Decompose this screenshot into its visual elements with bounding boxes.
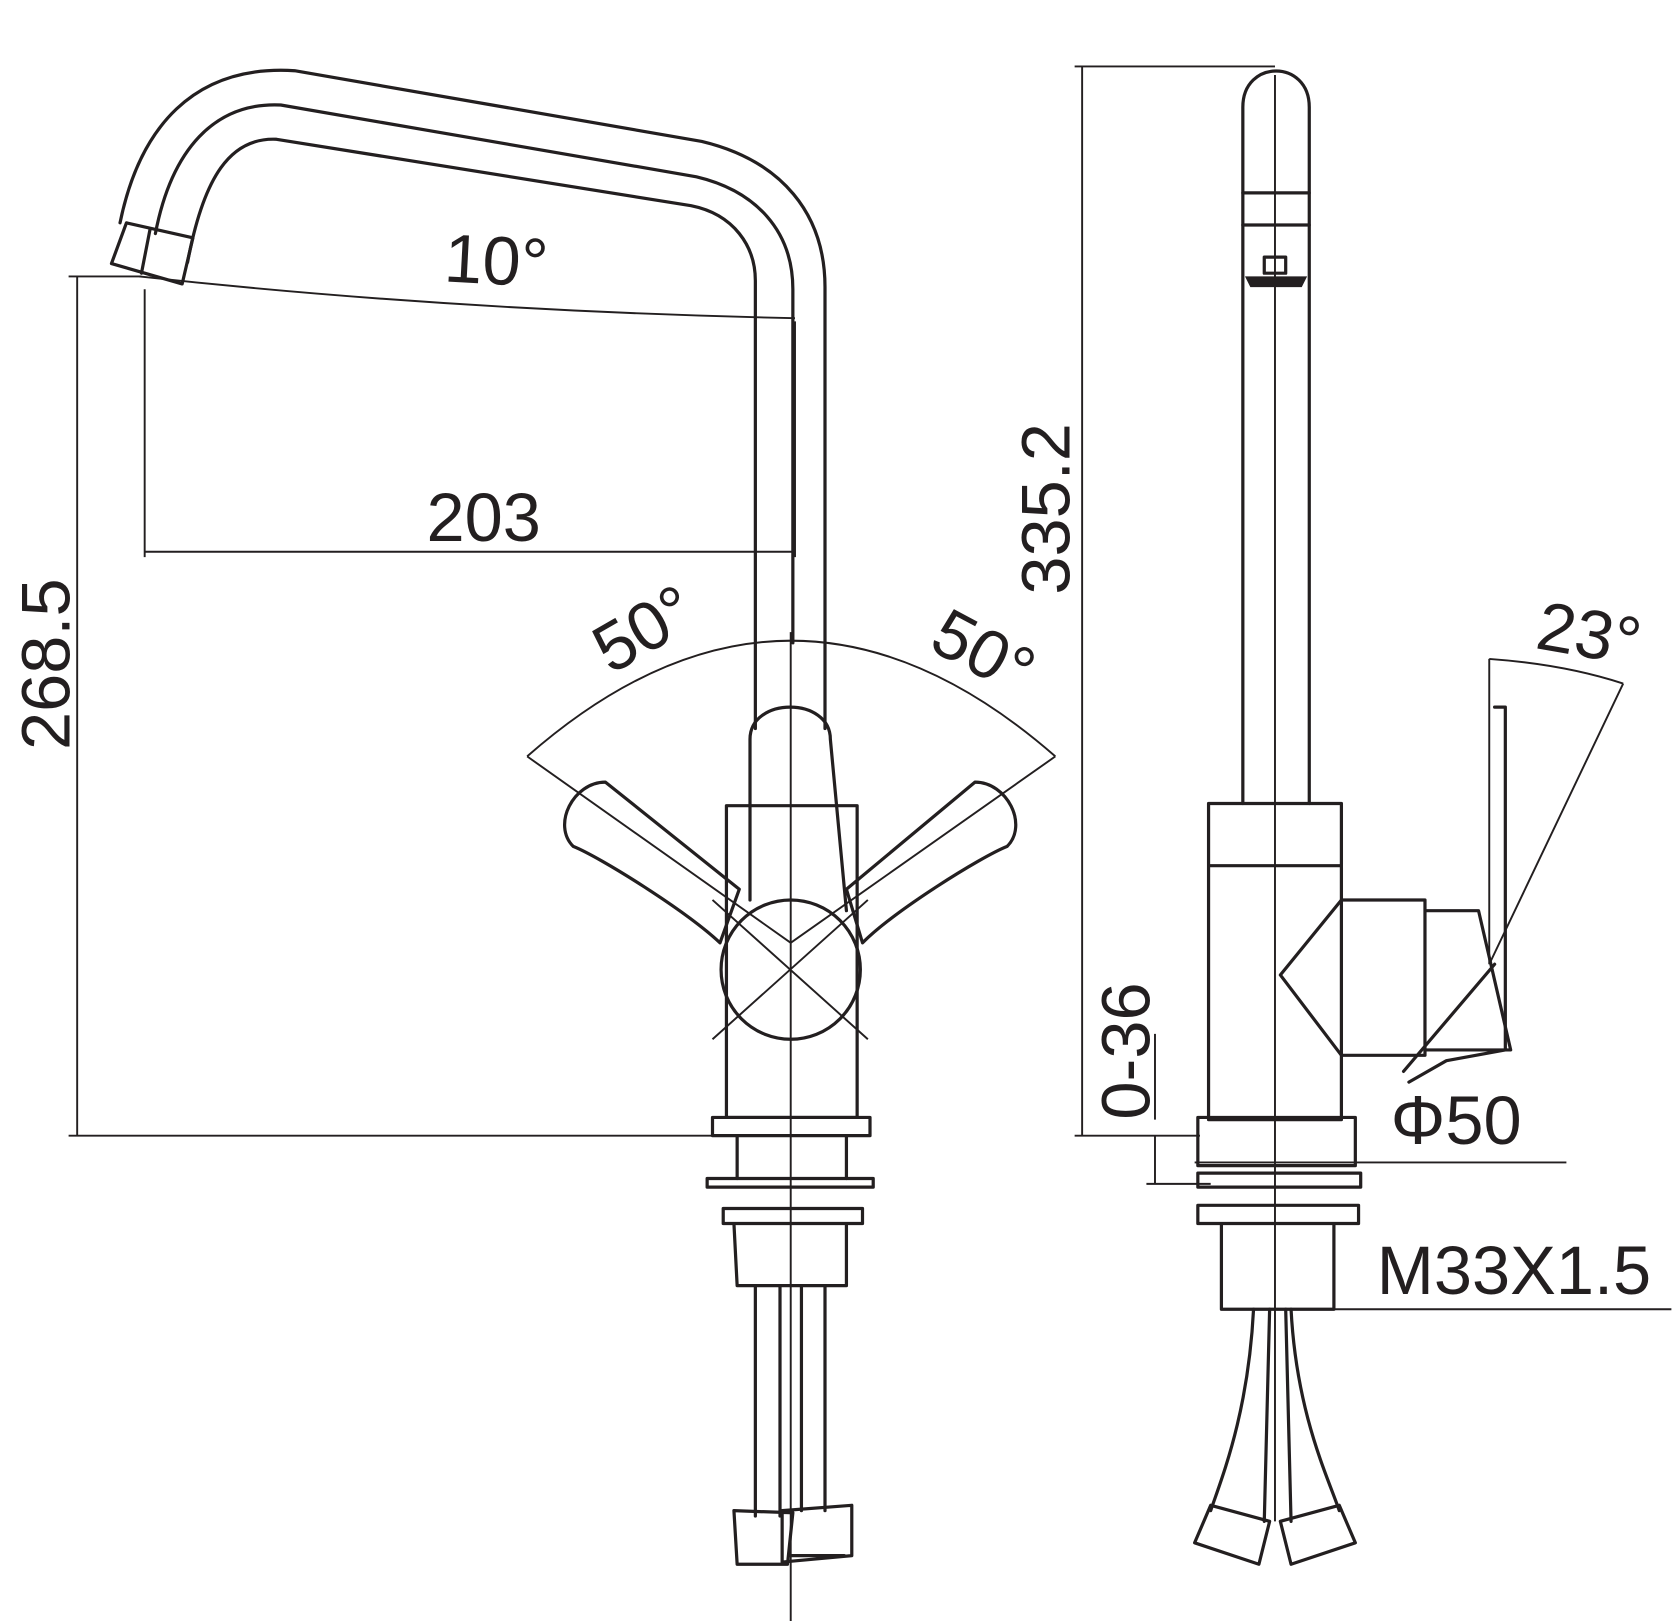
label-spout-angle: 10° (443, 219, 551, 301)
handle (748, 705, 849, 913)
lever-angle-arc (1489, 657, 1624, 685)
label-swivel-left: 50° (580, 569, 708, 688)
side-view (1074, 65, 1672, 1566)
side-cone (1278, 898, 1513, 1057)
height-dimension (68, 275, 713, 1137)
side-base (1196, 1115, 1357, 1168)
body (724, 804, 859, 1120)
spout-tip (109, 221, 195, 286)
lever-left (563, 780, 741, 945)
base-flange (710, 1115, 872, 1181)
reach-dimension (143, 289, 796, 558)
aerator (1244, 276, 1308, 288)
side-nut (1196, 1171, 1363, 1311)
spout-middle (153, 103, 795, 645)
spout-outer (118, 68, 827, 731)
side-spout (1241, 69, 1311, 806)
side-hose-nuts (1193, 1503, 1357, 1566)
label-reach: 203 (426, 479, 540, 556)
swivel-lines (526, 755, 1056, 944)
hoses (753, 1284, 827, 1518)
lever-angle-lines (1488, 658, 1625, 965)
hose-nuts (732, 1503, 854, 1566)
deck-dimension (1146, 1033, 1211, 1185)
label-total-height: 335.2 (1007, 423, 1084, 595)
spout-inner (185, 137, 757, 731)
spout-bands (1241, 191, 1311, 275)
side-hoses (1209, 1307, 1341, 1523)
label-thread: M33X1.5 (1377, 1232, 1651, 1309)
label-lever-angle: 23° (1531, 587, 1646, 681)
label-deck-thickness: 0-36 (1088, 982, 1165, 1119)
angle-arc-10 (139, 275, 796, 320)
center-cross (711, 632, 869, 1621)
side-lever (1401, 705, 1507, 1084)
label-swivel-right: 50° (920, 593, 1048, 710)
total-height-dimension (1074, 65, 1275, 1137)
label-base-diameter: Φ50 (1391, 1082, 1522, 1159)
front-view (68, 68, 1056, 1621)
mount-plate (705, 1176, 875, 1288)
lever-right (844, 780, 1018, 945)
label-height: 268.5 (8, 578, 85, 750)
